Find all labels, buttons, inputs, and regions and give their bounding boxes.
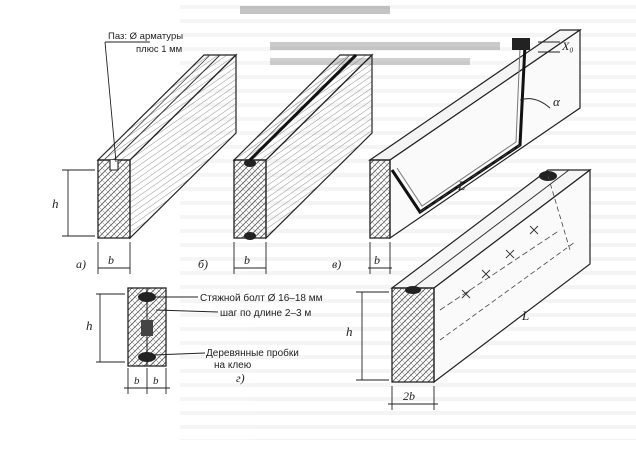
groove-tolerance-label: плюс 1 мм [136, 44, 182, 55]
panel-v-caption: в) [332, 257, 341, 271]
panel-a-h-label: h [52, 196, 59, 211]
step-label: шаг по длине 2–3 м [220, 308, 311, 319]
panel-b-beam [232, 53, 374, 240]
panel-d-2b-label: 2b [403, 389, 415, 403]
panel-d-beam [390, 168, 592, 384]
panel-d-h-label: h [346, 324, 353, 339]
panel-d-L-label: L [521, 308, 529, 323]
panel-g-caption: г) [236, 371, 245, 385]
panel-v-beam [368, 28, 582, 240]
x0-label: X₀ [561, 39, 574, 53]
bolt-callout: Стяжной болт Ø 16–18 мм шаг по длине 2–3… [152, 292, 323, 371]
panel-v-b-label: b [374, 253, 380, 267]
panel-g-b1-label: b [134, 375, 140, 387]
panel-a-dim-h: h [52, 169, 95, 237]
groove-label: Паз: Ø арматуры [108, 31, 183, 42]
panel-b-caption: б) [198, 257, 208, 271]
panel-v-dim-b: b [368, 242, 392, 274]
panel-b-b-label: b [244, 253, 250, 267]
plugs-label-2: на клею [214, 360, 252, 371]
alpha-callout: α [519, 94, 561, 109]
panel-g-dim-h: h [86, 293, 125, 363]
plugs-label: Деревянные пробки [206, 347, 299, 359]
alpha-label: α [553, 94, 561, 109]
panel-d-dim-2b: 2b [388, 386, 438, 410]
panel-a-b-label: b [108, 253, 114, 267]
panel-g-dim-b: b b [124, 368, 170, 394]
panel-g-section [127, 287, 167, 367]
panel-a-beam [96, 53, 238, 240]
x0-callout: X₀ [538, 39, 574, 53]
panel-a-caption: а) [76, 257, 86, 271]
panel-a-dim-b: b [97, 242, 131, 274]
panel-g-b2-label: b [153, 375, 159, 387]
panel-v-L-label: L [457, 178, 465, 193]
bolt-label: Стяжной болт Ø 16–18 мм [200, 292, 323, 304]
panel-g-h-label: h [86, 318, 93, 333]
groove-callout: Паз: Ø арматуры плюс 1 мм [104, 31, 183, 163]
panel-d-dim-h: h [346, 291, 389, 381]
panel-b-dim-b: b [233, 242, 267, 274]
